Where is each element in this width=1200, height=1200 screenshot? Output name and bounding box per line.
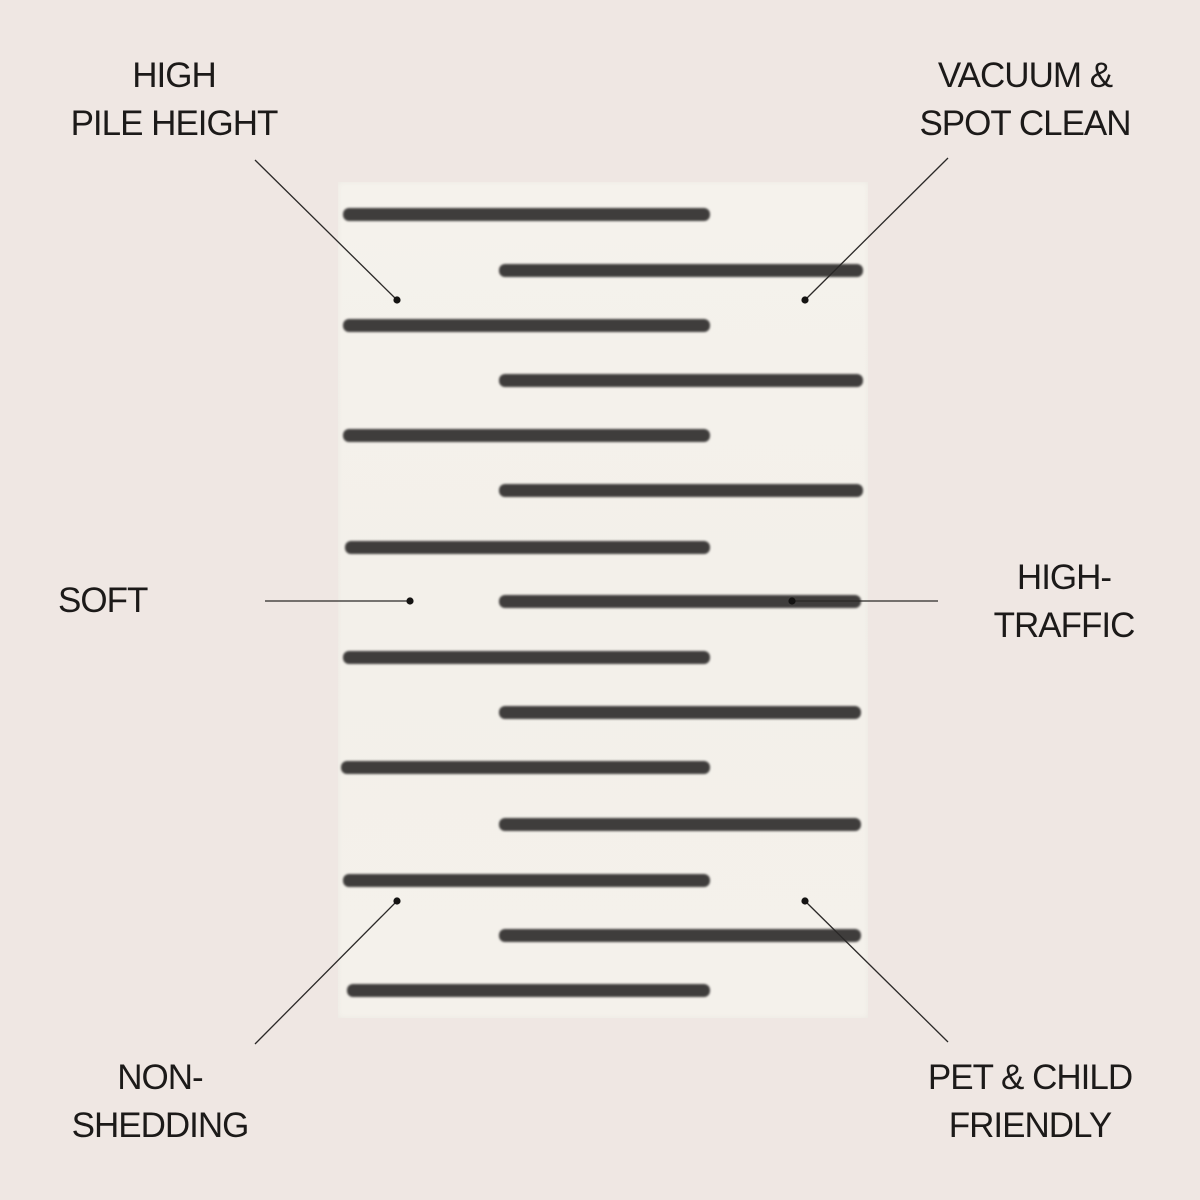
- feature-label-high-pile-height: HIGH PILE HEIGHT: [58, 52, 290, 148]
- rug-stripe: [347, 984, 710, 997]
- rug-stripe: [499, 374, 863, 387]
- label-line: HIGH: [132, 56, 217, 95]
- rug-stripe: [499, 484, 863, 497]
- rug-stripe: [343, 651, 710, 664]
- label-line: PET & CHILD: [927, 1058, 1133, 1097]
- rug-stripe: [499, 706, 861, 719]
- feature-label-pet-child-friendly: PET & CHILD FRIENDLY: [912, 1054, 1148, 1150]
- label-line: SHEDDING: [71, 1106, 250, 1145]
- rug-stripe: [343, 319, 710, 332]
- feature-label-high-traffic: HIGH- TRAFFIC: [980, 554, 1148, 650]
- feature-label-soft: SOFT: [58, 577, 166, 625]
- label-line: SPOT CLEAN: [919, 104, 1131, 143]
- rug-image: [338, 182, 868, 1018]
- rug-stripe: [343, 874, 710, 887]
- label-line: FRIENDLY: [948, 1106, 1113, 1145]
- label-line: SOFT: [58, 581, 148, 620]
- rug-stripe: [499, 818, 861, 831]
- rug-stripe: [499, 929, 861, 942]
- label-line: NON-: [117, 1058, 203, 1097]
- feature-label-non-shedding: NON- SHEDDING: [58, 1054, 262, 1150]
- rug-stripe: [343, 429, 710, 442]
- rug-stripe: [499, 595, 861, 608]
- rug-stripe: [345, 541, 710, 554]
- rug-stripe: [341, 761, 710, 774]
- label-line: TRAFFIC: [993, 606, 1136, 645]
- label-line: VACUUM &: [937, 56, 1113, 95]
- label-line: PILE HEIGHT: [70, 104, 279, 143]
- feature-label-vacuum-spot-clean: VACUUM & SPOT CLEAN: [900, 52, 1150, 148]
- label-line: HIGH-: [1016, 558, 1112, 597]
- rug-stripe: [499, 264, 863, 277]
- rug-stripe: [343, 208, 710, 221]
